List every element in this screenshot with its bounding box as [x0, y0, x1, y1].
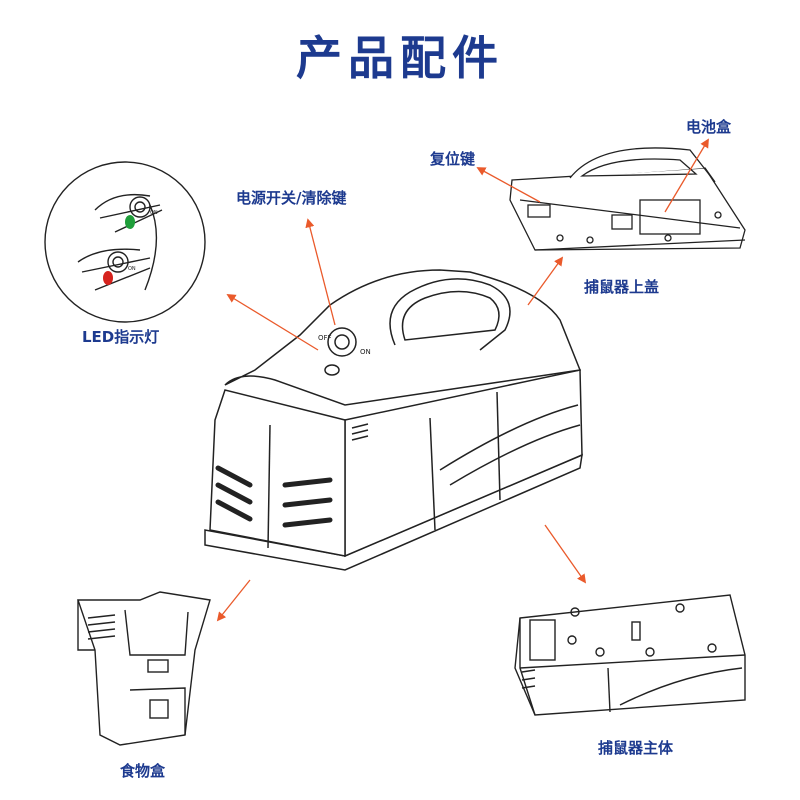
label-reset-key: 复位键 [430, 150, 476, 168]
arrow-led [226, 294, 319, 351]
label-led: LED指示灯 [82, 328, 160, 346]
led-green-icon [125, 215, 135, 229]
switch-off-text: OFF [318, 334, 332, 342]
page-title: 产品配件 [296, 31, 504, 85]
label-top-cover: 捕鼠器上盖 [584, 278, 660, 296]
label-battery-box: 电池盒 [686, 118, 732, 136]
switch-on-text-upper: ON [150, 210, 158, 216]
switch-on-text: ON [360, 348, 371, 356]
arrow-top-cover [527, 256, 564, 306]
arrow-power-switch [305, 218, 336, 326]
label-power-switch: 电源开关/清除键 [236, 189, 347, 207]
callout-arrows [216, 138, 709, 622]
led-red-icon [103, 271, 113, 285]
switch-on-text-lower: ON [128, 266, 136, 272]
main-body-illustration [514, 594, 746, 716]
arrow-food-box [216, 579, 251, 622]
arrow-battery-box [664, 138, 709, 213]
arrow-reset-key [476, 167, 541, 203]
label-main-body: 捕鼠器主体 [598, 739, 674, 757]
led-detail-circle: ON ON [44, 161, 206, 323]
main-trap-illustration: OFF ON [204, 269, 583, 571]
top-cover-illustration [509, 147, 746, 251]
arrow-main-body [544, 524, 587, 584]
food-box-illustration [77, 591, 211, 746]
label-food-box: 食物盒 [120, 762, 166, 780]
